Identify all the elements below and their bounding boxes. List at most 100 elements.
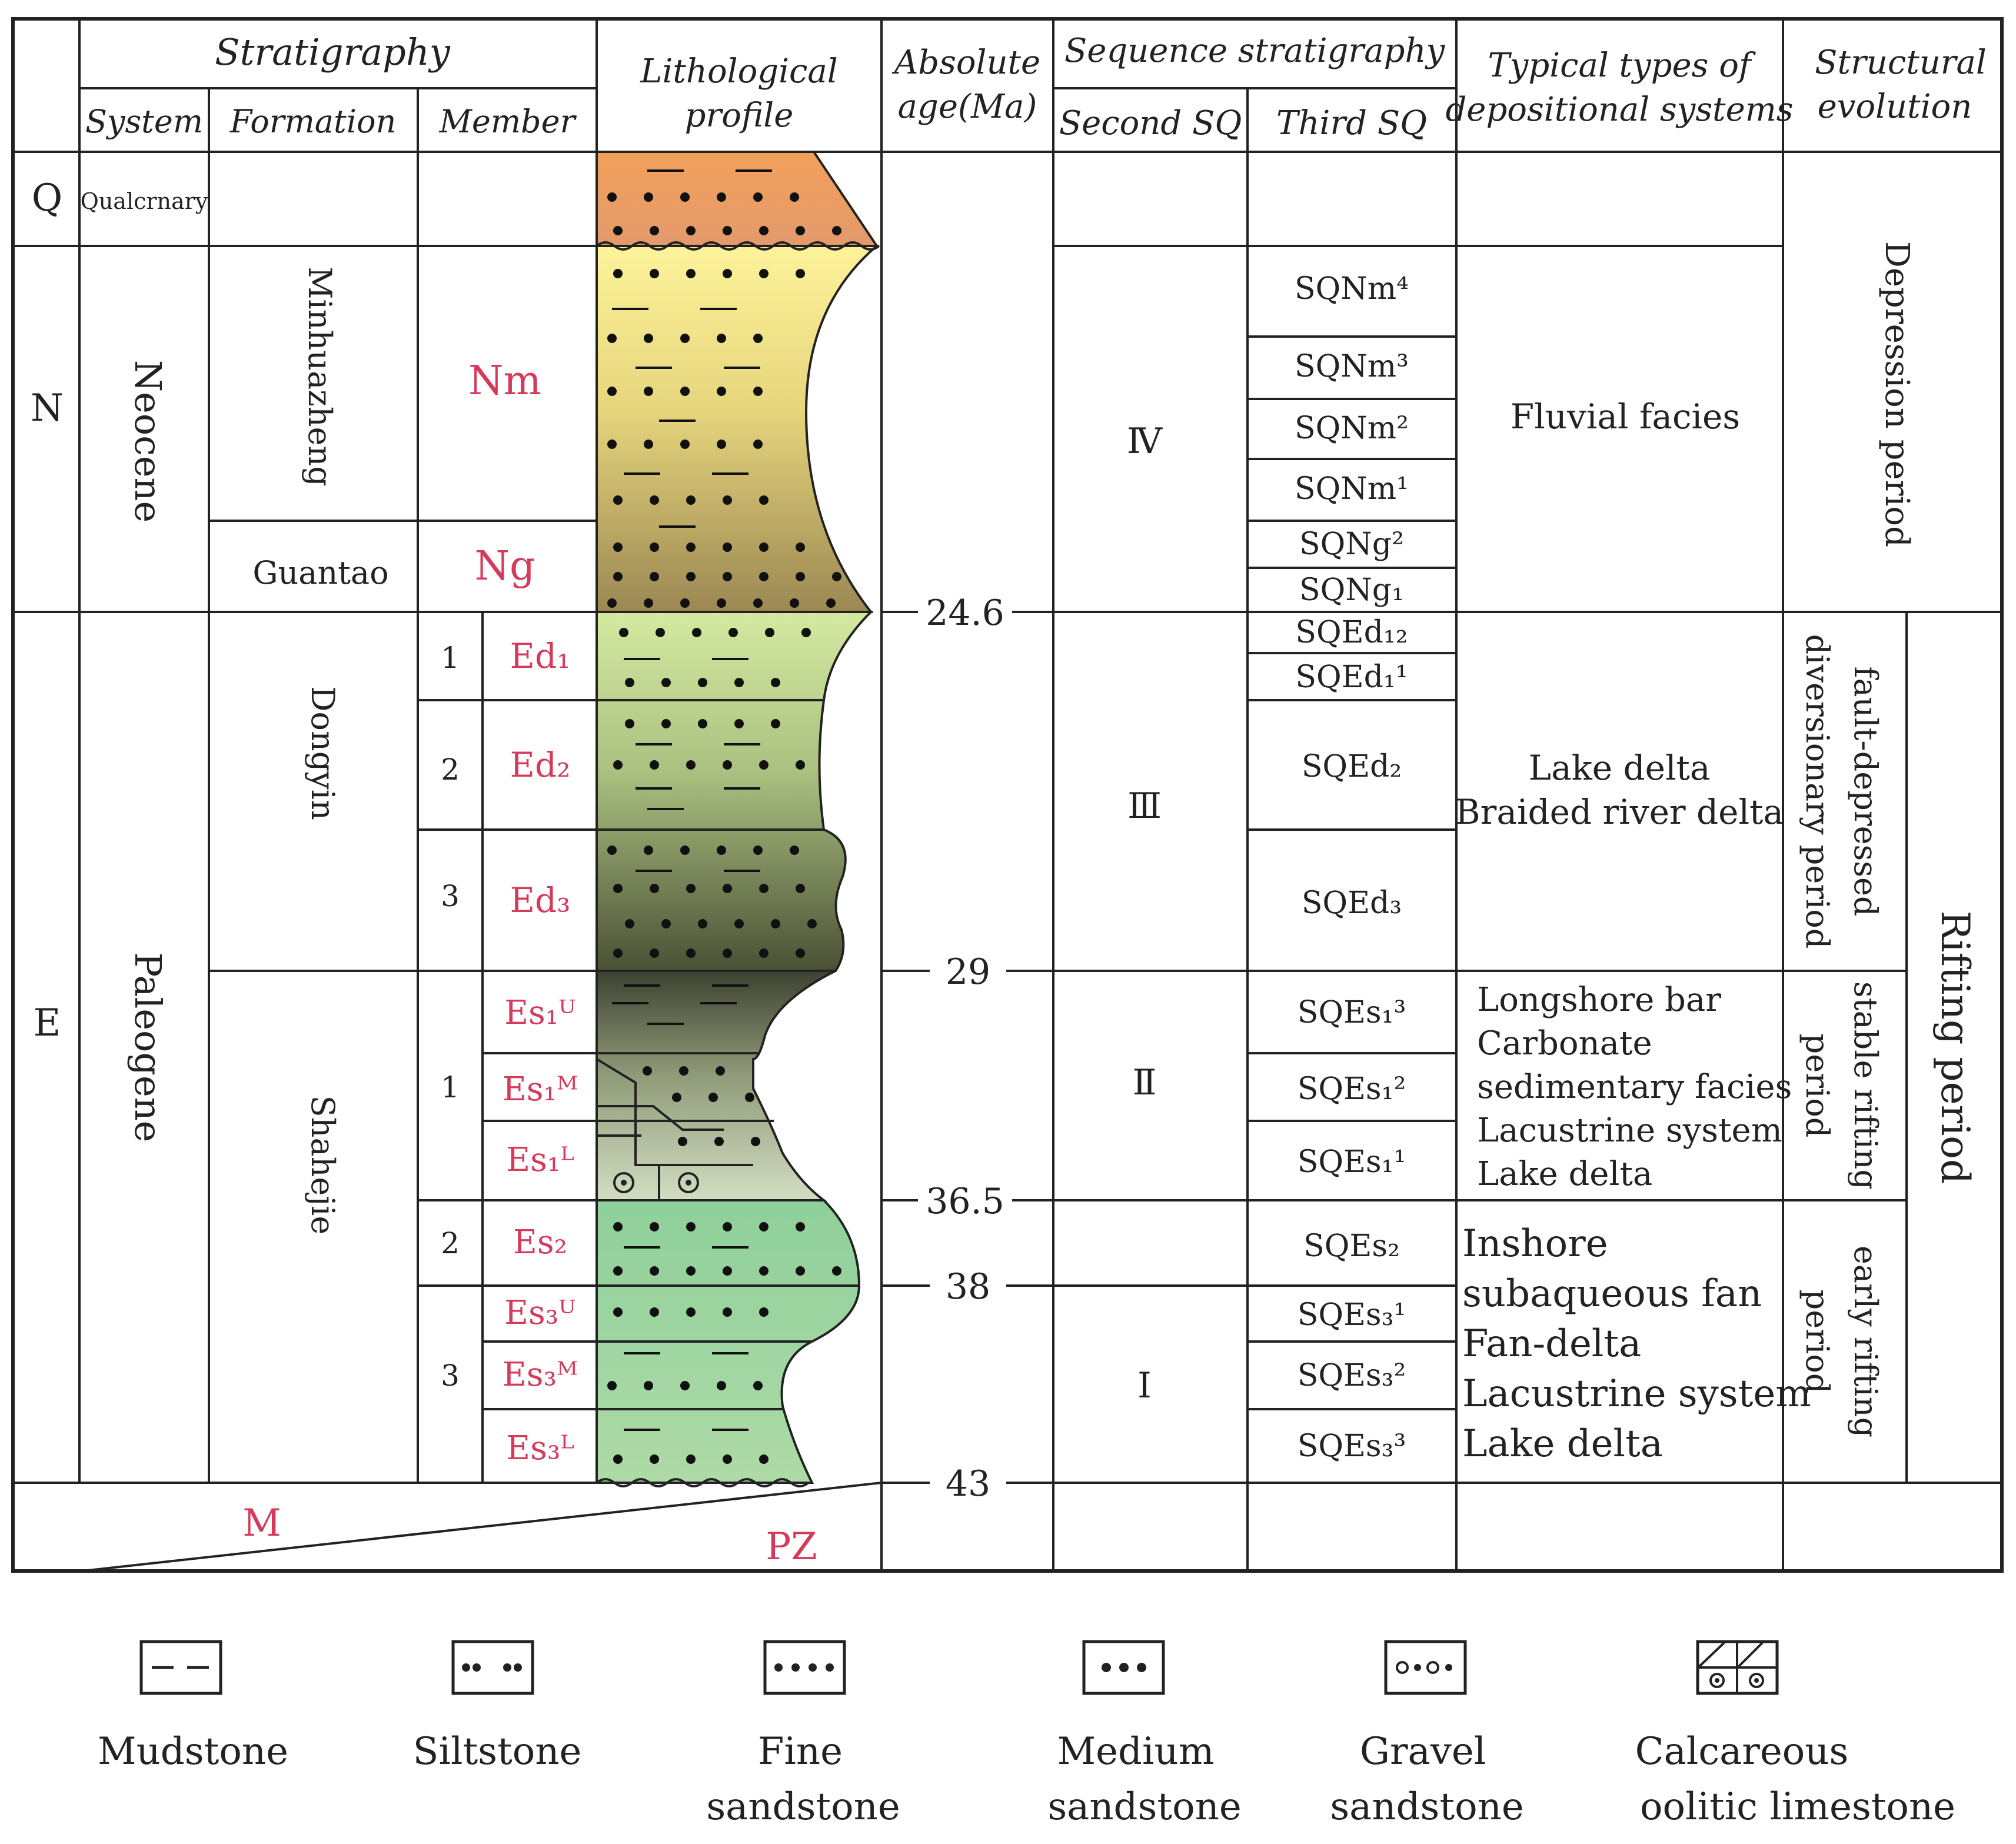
depositional-lake-1: Lake delta <box>1529 748 1711 788</box>
structural-fault-2: diversionary period <box>1799 634 1836 949</box>
structural-fault-1: fault-depressed <box>1847 667 1884 917</box>
header-sequence: Sequence stratigraphy <box>1064 32 1446 70</box>
legend-label: oolitic limestone <box>1640 1785 1955 1829</box>
member-es3m: Es₃ᴹ <box>503 1356 578 1394</box>
header-lithology-1: Lithological <box>640 52 837 91</box>
era-n: N <box>31 387 64 430</box>
second-sq-4: Ⅳ <box>1127 421 1163 462</box>
structural-column: Depression period fault-depressed divers… <box>1799 241 1978 1437</box>
header-struct-1: Structural <box>1815 44 1987 82</box>
legend-label: Gravel <box>1360 1730 1486 1773</box>
legend-siltstone: Siltstone <box>413 1640 582 1773</box>
depositional-sys2-line: sedimentary facies <box>1477 1068 1792 1106</box>
structural-stable-2: period <box>1799 1034 1836 1138</box>
age-24-6: 24.6 <box>926 593 1004 634</box>
member-ed1: Ed₁ <box>510 636 571 676</box>
second-sq-3: Ⅲ <box>1127 785 1162 827</box>
depositional-sys2-line: Lake delta <box>1477 1155 1652 1193</box>
member-es3u: Es₃ᵁ <box>504 1294 576 1332</box>
formation-minhuazheng: Minhuazheng <box>301 267 338 487</box>
header-formation: Formation <box>229 103 397 140</box>
age-column: 24.6 29 36.5 38 43 <box>926 593 1004 1505</box>
depositional-sys1-line: Lake delta <box>1462 1422 1663 1466</box>
member-es1m: Es₁ᴹ <box>503 1070 578 1109</box>
structural-depression: Depression period <box>1878 241 1916 547</box>
depositional-lake-2: Braided river delta <box>1455 792 1784 832</box>
member-es1u: Es₁ᵁ <box>504 994 576 1032</box>
third-sq-item: SQNg₁ <box>1299 572 1404 608</box>
third-sq-column: SQNm⁴ SQNm³ SQNm² SQNm¹ SQNg² SQNg₁ SQEd… <box>1295 271 1409 1464</box>
third-sq-item: SQNm¹ <box>1295 471 1409 507</box>
third-sq-item: SQEs₃³ <box>1298 1429 1406 1464</box>
third-sq-item: SQEs₃² <box>1298 1358 1406 1393</box>
structural-early-1: early rifting <box>1847 1246 1884 1437</box>
header-struct-2: evolution <box>1818 88 1972 126</box>
third-sq-item: SQEd₁¹ <box>1295 660 1408 695</box>
member-d-1: 1 <box>441 641 460 675</box>
third-sq-item: SQEs₂ <box>1303 1229 1400 1264</box>
third-sq-item: SQEs₁² <box>1298 1071 1406 1107</box>
depositional-sys2-line: Longshore bar <box>1477 981 1721 1019</box>
table-grid <box>11 17 2004 1573</box>
unconformity-wave-top <box>596 241 880 251</box>
legend-gravel-sandstone: Gravel sandstone <box>1330 1640 1524 1829</box>
depositional-sys2-line: Lacustrine system <box>1477 1111 1782 1150</box>
third-sq-item: SQNm³ <box>1295 349 1409 384</box>
litho-dongying <box>596 611 874 972</box>
second-sq-column: Ⅳ Ⅲ Ⅱ Ⅰ <box>1127 421 1163 1406</box>
member-es1l: Es₁ᴸ <box>506 1141 574 1179</box>
legend-medium-sandstone: Medium sandstone <box>1047 1640 1242 1829</box>
age-43: 43 <box>946 1463 990 1505</box>
structural-stable-1: stable rifting <box>1847 981 1884 1190</box>
header: Stratigraphy System Formation Member Lit… <box>85 31 1987 142</box>
third-sq-item: SQNg² <box>1299 527 1404 562</box>
age-29: 29 <box>946 951 990 993</box>
legend-calcareous-oolitic-limestone: Calcareous oolitic limestone <box>1635 1640 1955 1829</box>
member-nm: Nm <box>468 358 541 404</box>
depositional-sys1-line: Fan-delta <box>1462 1322 1641 1366</box>
header-third-sq: Third SQ <box>1276 104 1427 142</box>
third-sq-item: SQNm² <box>1295 411 1409 446</box>
legend-label: Siltstone <box>413 1730 582 1773</box>
age-36-5: 36.5 <box>926 1181 1004 1222</box>
legend-mudstone: Mudstone <box>98 1640 288 1773</box>
header-lithology-2: profile <box>685 96 794 135</box>
legend-label: Medium <box>1057 1730 1215 1773</box>
member-column: Nm Ng 1 2 3 1 2 3 Ed₁ Ed₂ Ed₃ Es₁ᵁ Es₁ᴹ … <box>441 358 578 1467</box>
member-s-3: 3 <box>441 1359 460 1393</box>
member-es2: Es₂ <box>513 1223 567 1261</box>
formation-guantao: Guantao <box>252 554 388 591</box>
legend: Mudstone Siltstone Fine sandstone Medium… <box>98 1640 1955 1829</box>
basement-pz: PZ <box>766 1525 817 1569</box>
depositional-sys1-line: Lacustrine system <box>1462 1372 1811 1416</box>
depositional-column: Fluvial facies Lake delta Braided river … <box>1455 397 1811 1466</box>
third-sq-item: SQEd₂ <box>1302 749 1402 784</box>
era-q: Q <box>32 177 62 220</box>
second-sq-2: Ⅱ <box>1133 1062 1157 1103</box>
member-es3l: Es₃ᴸ <box>506 1429 574 1467</box>
header-second-sq: Second SQ <box>1059 104 1242 142</box>
formation-dongyin: Dongyin <box>304 686 341 820</box>
header-stratigraphy: Stratigraphy <box>215 31 451 74</box>
legend-fine-sandstone: Fine sandstone <box>706 1640 900 1829</box>
third-sq-item: SQEs₃¹ <box>1298 1297 1406 1333</box>
structural-early-2: period <box>1799 1290 1836 1394</box>
legend-label: sandstone <box>1330 1785 1523 1829</box>
unconformity-wave-bottom <box>596 1478 810 1487</box>
member-s-1: 1 <box>441 1070 460 1104</box>
lithological-profile <box>596 151 880 1487</box>
legend-label: sandstone <box>1047 1785 1241 1829</box>
legend-label: Mudstone <box>98 1730 288 1773</box>
member-ed2: Ed₂ <box>510 745 571 785</box>
member-ed3: Ed₃ <box>510 880 571 920</box>
depositional-sys1-line: Inshore <box>1462 1222 1608 1266</box>
second-sq-1: Ⅰ <box>1137 1365 1152 1406</box>
legend-label: sandstone <box>706 1785 900 1829</box>
system-paleogene: Paleogene <box>127 953 169 1143</box>
header-deposit-1: Typical types of <box>1488 46 1756 85</box>
legend-label: Fine <box>758 1730 843 1773</box>
header-member: Member <box>439 103 577 140</box>
third-sq-item: SQNm⁴ <box>1295 271 1409 307</box>
third-sq-item: SQEs₁¹ <box>1298 1144 1406 1180</box>
third-sq-item: SQEd₃ <box>1302 886 1402 921</box>
